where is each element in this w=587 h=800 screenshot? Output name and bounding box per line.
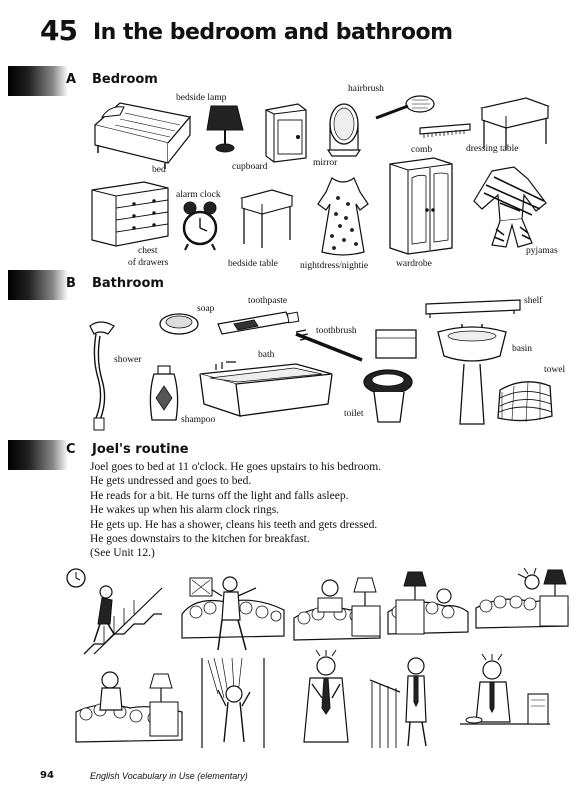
routine-scene-upstairs [66,568,163,655]
section-c-letter: C [66,442,76,457]
label-bedside-table: bedside table [228,259,278,269]
routine-scene-downstairs [369,657,427,748]
label-comb: comb [411,145,433,155]
bedside-table-illustration [239,189,295,248]
page-number: 94 [40,770,54,781]
routine-scene-reading [293,577,381,641]
pyjamas-illustration [473,166,547,248]
label-towel: towel [544,365,566,375]
unit-number: 45 [40,14,78,47]
label-basin: basin [512,344,533,354]
bedside-lamp-illustration [206,105,244,153]
routine-line: He gets up. He has a shower, cleans his … [90,518,378,531]
section-a-letter: A [66,72,77,87]
label-cupboard: cupboard [232,162,268,172]
cupboard-illustration [265,103,307,163]
routine-text: Joel goes to bed at 11 o'clock. He goes … [90,460,381,561]
routine-scene-shower [201,657,265,748]
section-b-letter: B [66,276,76,291]
label-wardrobe: wardrobe [396,259,432,269]
routine-line: He wakes up when his alarm clock rings. [90,504,280,517]
routine-scene-breakfast [460,653,550,725]
routine-line: He reads for a bit. He turns off the lig… [90,489,349,502]
label-pyjamas: pyjamas [526,246,558,256]
label-alarm-clock: alarm clock [176,190,221,200]
hairbrush-illustration [375,95,435,120]
label-nightdress: nightdress/nightie [300,261,369,271]
label-dressing-table: dressing table [466,144,519,154]
routine-line: (See Unit 12.) [90,547,155,560]
label-chest-of-drawers-1: chest [138,246,158,256]
mirror-illustration [326,103,362,157]
routine-line: He goes downstairs to the kitchen for br… [90,533,310,546]
toothpaste-illustration [217,311,300,335]
section-b-bar [8,270,68,300]
shelf-illustration [425,299,521,318]
section-b-title: Bathroom [92,276,164,291]
shampoo-illustration [149,365,179,421]
dressing-table-illustration [479,97,551,150]
toilet-illustration [363,329,417,423]
section-a-bar [8,66,68,96]
label-bath: bath [258,350,275,360]
routine-scene-asleep [387,571,469,635]
routine-scene-undressing [181,576,285,651]
basin-illustration [437,324,507,425]
label-bedside-lamp: bedside lamp [176,93,227,103]
unit-title: In the bedroom and bathroom [93,20,453,45]
section-a-title: Bedroom [92,72,158,87]
chest-of-drawers-illustration [91,181,169,247]
section-c-title: Joel's routine [92,442,189,457]
label-shampoo: shampoo [181,415,216,425]
routine-line: He gets undressed and goes to bed. [90,475,252,488]
routine-scene-getting-up [75,671,183,743]
label-shower: shower [114,355,142,365]
label-chest-of-drawers-2: of drawers [128,258,169,268]
bath-illustration [199,361,333,417]
routine-line: Joel goes to bed at 11 o'clock. He goes … [90,461,382,473]
wardrobe-illustration [389,157,453,255]
routine-scene-dressing [303,649,349,743]
soap-illustration [159,313,199,335]
label-mirror: mirror [313,158,338,168]
book-title: English Vocabulary in Use (elementary) [90,771,248,781]
section-c-bar [8,440,68,470]
label-toothpaste: toothpaste [248,296,288,306]
label-toilet: toilet [344,409,364,419]
comb-illustration [419,123,471,138]
label-toothbrush: toothbrush [316,326,357,336]
routine-scene-waking [475,567,569,629]
bed-illustration [93,102,192,169]
label-hairbrush: hairbrush [348,84,384,94]
label-shelf: shelf [524,296,543,306]
toothbrush-illustration [295,329,363,362]
shower-illustration [89,321,115,431]
nightdress-illustration [317,177,369,256]
label-soap: soap [197,304,215,314]
alarm-clock-illustration [182,201,218,251]
label-bed: bed [152,165,166,175]
towel-illustration [497,381,553,423]
